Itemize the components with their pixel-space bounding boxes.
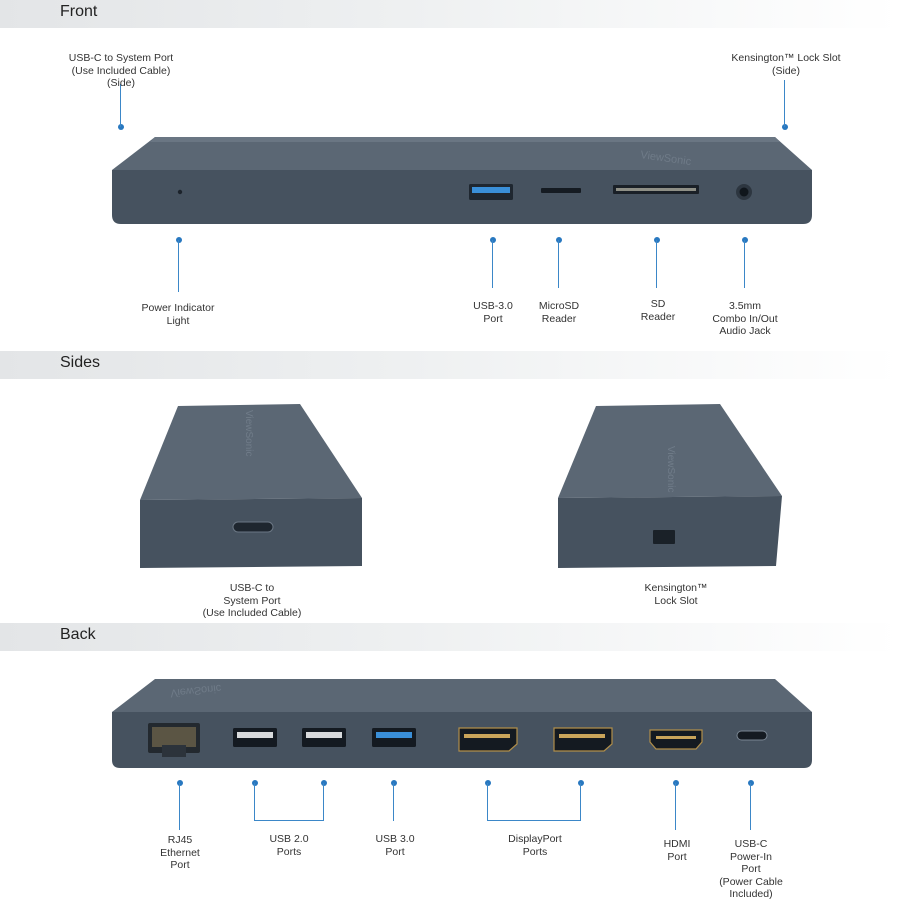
callout-line-hdmi — [675, 783, 677, 830]
callout-line-usb30-back — [393, 783, 395, 821]
label-usb30-front: USB-3.0 Port — [473, 300, 513, 325]
callout-line-kensington-side — [784, 80, 786, 127]
callout-line-usbc-side — [120, 84, 122, 127]
callout-line-power-indicator — [178, 240, 180, 292]
callout-line-microsd — [558, 240, 560, 288]
section-header-sides: Sides — [0, 351, 900, 379]
label-usb20: USB 2.0 Ports — [269, 833, 309, 858]
section-title-sides: Sides — [60, 354, 101, 371]
label-usbc-power: USB-C Power-In Port (Power Cable Include… — [719, 838, 783, 900]
svg-text:ViewSonic: ViewSonic — [170, 682, 223, 699]
label-usbc-system-side: USB-C to System Port (Use Included Cable… — [68, 52, 174, 89]
callout-line-dp-a — [487, 783, 489, 821]
section-header-back: Back — [0, 623, 900, 651]
svg-text:ViewSonic: ViewSonic — [243, 410, 254, 457]
section-title-front: Front — [60, 3, 98, 20]
callout-line-usbc-power — [750, 783, 752, 830]
label-kensington-side: Kensington™ Lock Slot (Side) — [731, 52, 841, 77]
label-hdmi: HDMI Port — [663, 838, 691, 863]
label-power-indicator: Power Indicator Light — [141, 302, 215, 327]
callout-dot-usbc-side — [118, 124, 124, 130]
section-header-front: Front — [0, 0, 900, 28]
callout-line-audio — [744, 240, 746, 288]
callout-bracket-displayport — [487, 820, 581, 822]
label-kensington-sides: Kensington™ Lock Slot — [644, 582, 708, 607]
callout-line-usb20-a — [254, 783, 256, 821]
label-displayport: DisplayPort Ports — [508, 833, 562, 858]
callout-line-usb30-front — [492, 240, 494, 288]
callout-line-usb20-b — [323, 783, 325, 821]
callout-dot-kensington-side — [782, 124, 788, 130]
label-rj45: RJ45 Ethernet Port — [160, 834, 200, 871]
label-sd: SD Reader — [640, 298, 676, 323]
label-usbc-system-sides: USB-C to System Port (Use Included Cable… — [202, 582, 302, 619]
label-audio-jack: 3.5mm Combo In/Out Audio Jack — [712, 300, 778, 337]
label-microsd: MicroSD Reader — [538, 300, 580, 325]
label-usb30-back: USB 3.0 Port — [375, 833, 415, 858]
section-title-back: Back — [60, 626, 96, 643]
callout-line-sd — [656, 240, 658, 288]
callout-line-rj45 — [179, 783, 181, 830]
callout-line-dp-b — [580, 783, 582, 821]
callout-bracket-usb20 — [254, 820, 324, 822]
svg-text:ViewSonic: ViewSonic — [665, 446, 676, 493]
